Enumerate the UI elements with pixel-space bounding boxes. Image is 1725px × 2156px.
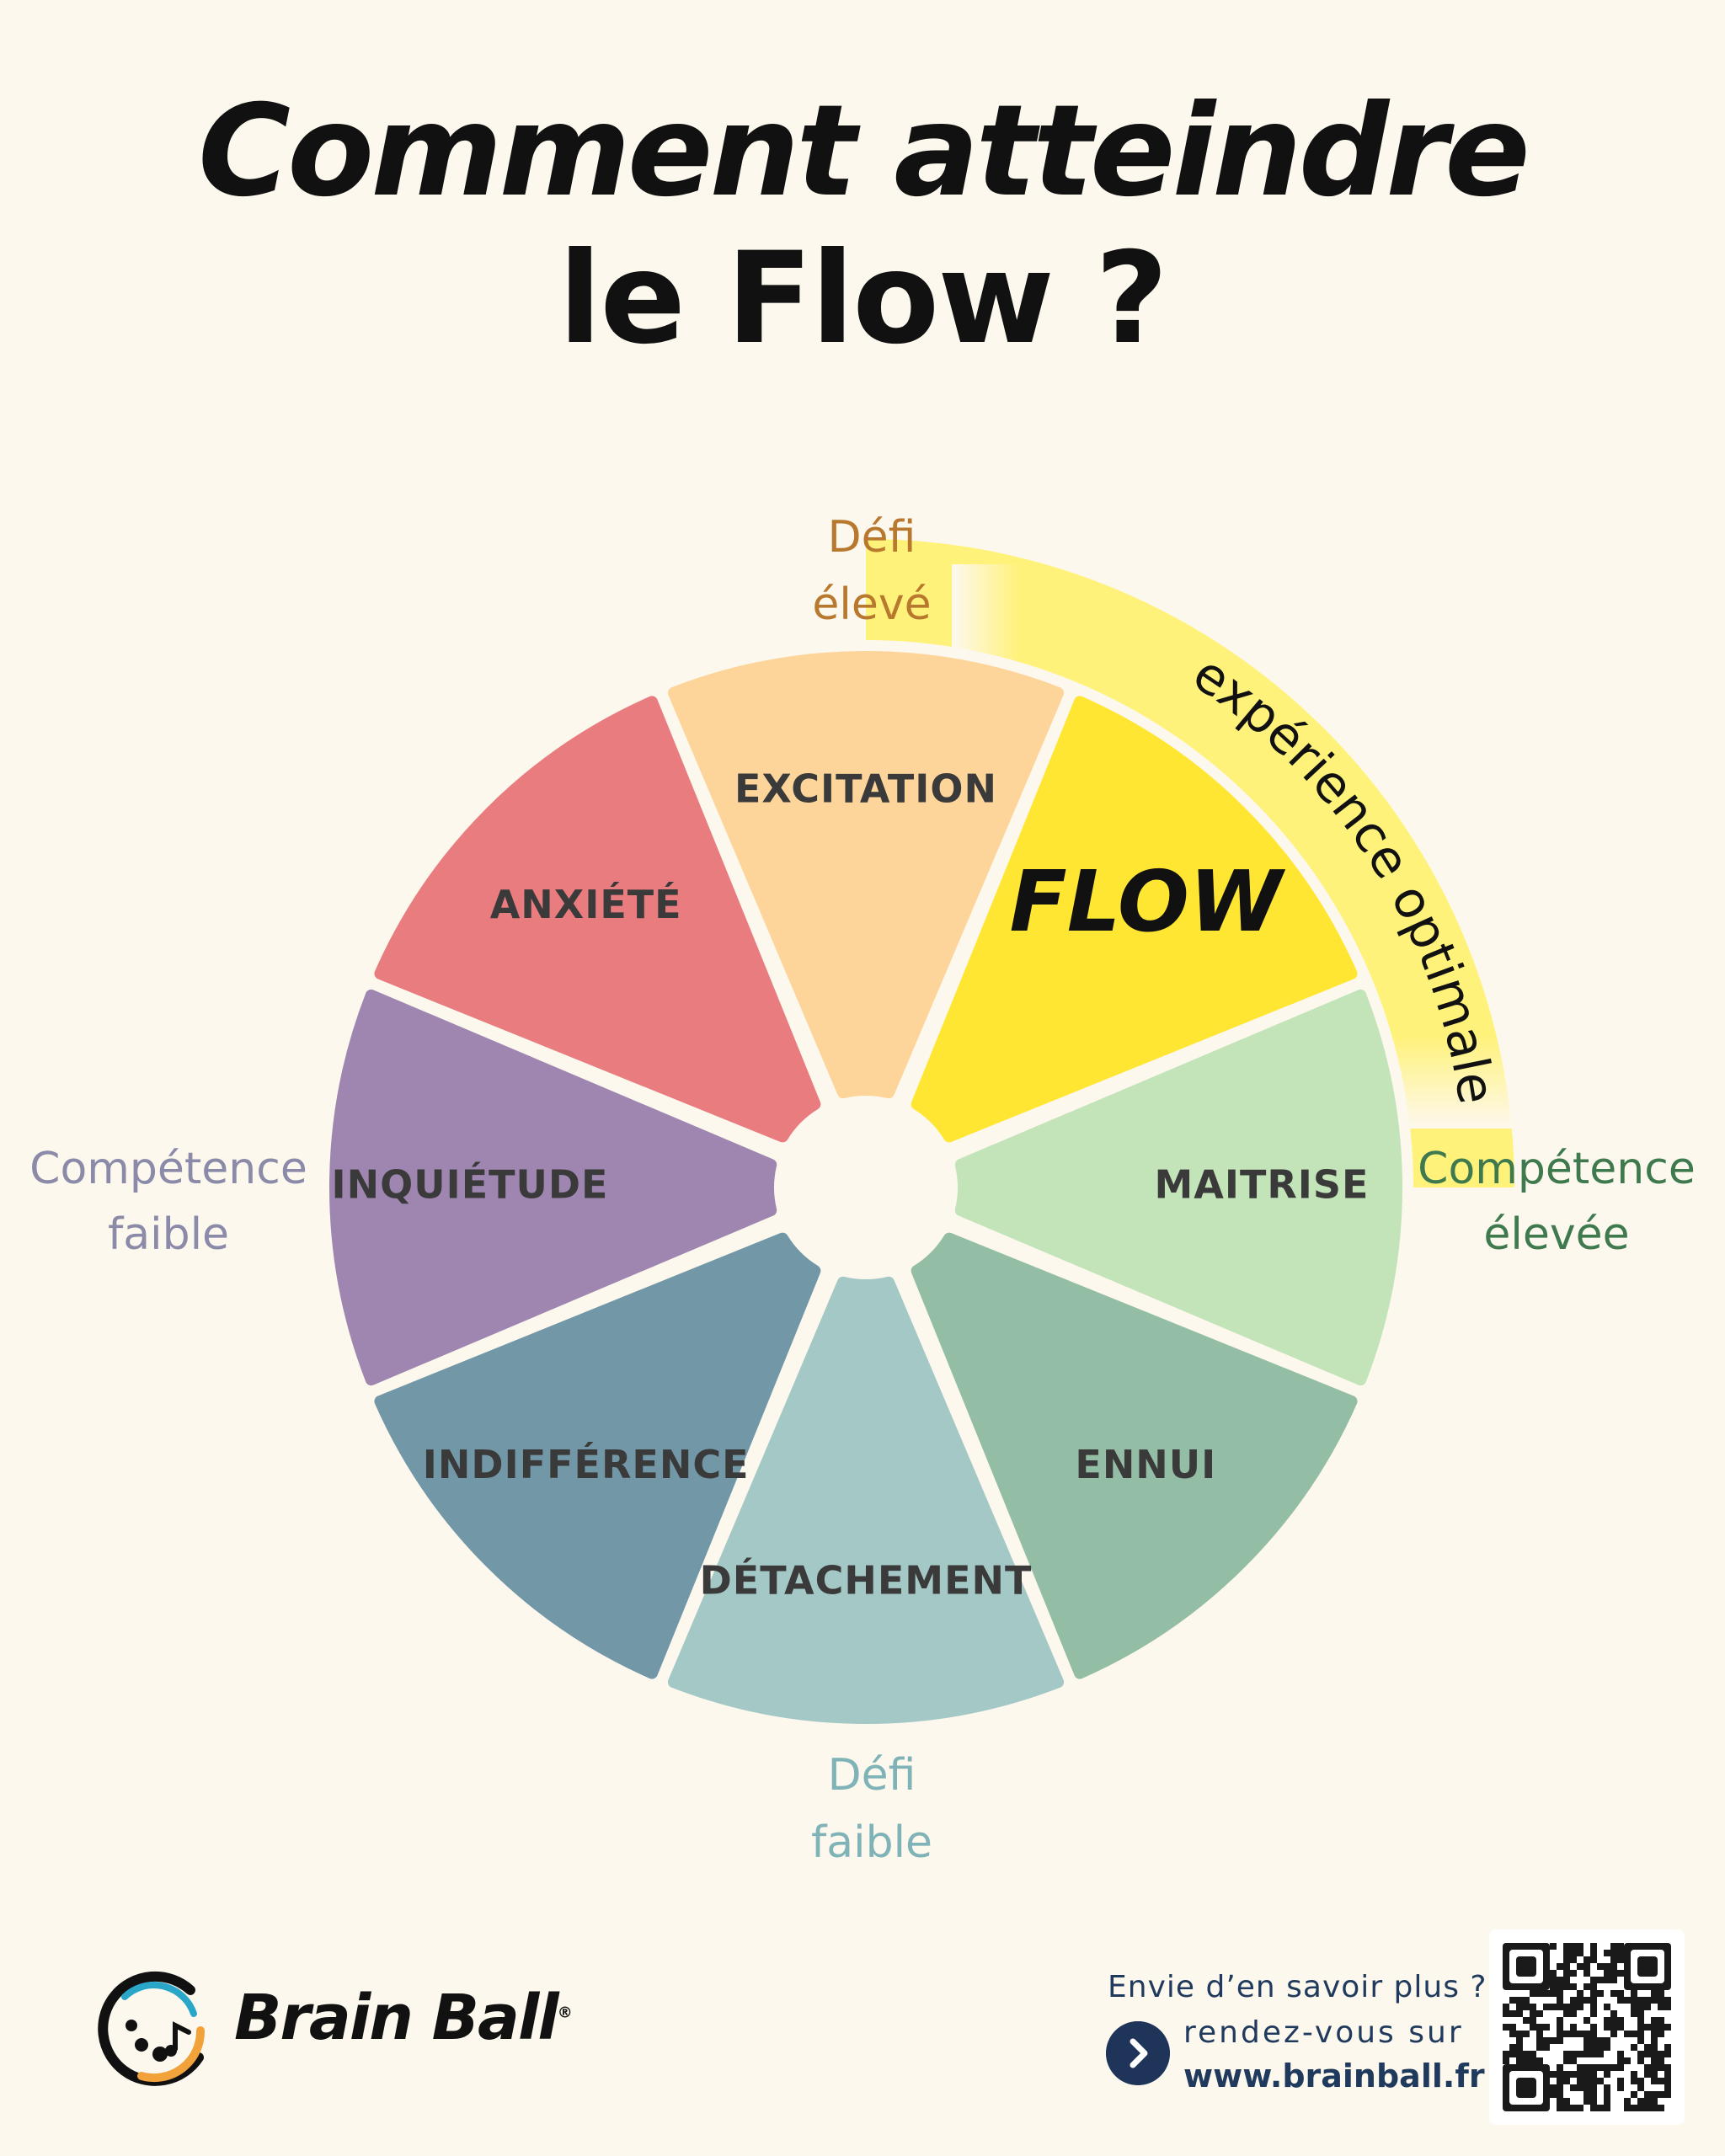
footer: Brain Ball® Envie d’en savoir plus ? ren…: [0, 1899, 1725, 2156]
flow-wheel-diagram: expérience optimale EXCITATIONFLOWMAITRI…: [29, 512, 1696, 1868]
axis-defi-eleve-2: élevé: [812, 579, 931, 630]
segment-excitation: [667, 651, 1065, 1099]
cta-question: Envie d’en savoir plus ?: [1108, 1970, 1487, 2004]
segment-label-detachement: DÉTACHEMENT: [700, 1558, 1033, 1604]
page-title: Comment atteindre le Flow ?: [0, 80, 1725, 375]
axis-defi-faible-2: faible: [811, 1817, 932, 1868]
segment-label-anxiete: ANXIÉTÉ: [490, 882, 682, 927]
segment-inquietude: [329, 989, 777, 1386]
axis-defi-faible-1: Défi: [828, 1750, 916, 1801]
segment-indifference: [374, 1232, 821, 1679]
axis-competence-faible-1: Compétence: [29, 1144, 307, 1194]
chevron-right-icon[interactable]: [1106, 2021, 1170, 2085]
segment-label-inquietude: INQUIÉTUDE: [332, 1162, 609, 1208]
axis-competence-elevee-2: élevée: [1483, 1209, 1629, 1260]
cta-visit: rendez-vous sur: [1183, 2015, 1464, 2050]
website-link[interactable]: www.brainball.fr: [1183, 2057, 1485, 2095]
segment-label-maitrise: MAITRISE: [1155, 1162, 1370, 1208]
segment-label-flow: FLOW: [1009, 852, 1285, 951]
segment-anxiete: [374, 696, 821, 1143]
qr-code-icon[interactable]: [1489, 1929, 1685, 2125]
segment-detachement: [667, 1276, 1065, 1724]
axis-competence-faible-2: faible: [108, 1209, 229, 1260]
title-line-2: le Flow ?: [558, 226, 1168, 372]
axis-competence-elevee-1: Compétence: [1418, 1144, 1696, 1194]
segment-label-indifference: INDIFFÉRENCE: [423, 1442, 750, 1487]
arc-fade-bottom: [1390, 1036, 1525, 1129]
brand-name: Brain Ball®: [234, 1982, 573, 2054]
segment-ennui: [911, 1232, 1358, 1679]
axis-defi-eleve-1: Défi: [828, 512, 916, 563]
segment-label-ennui: ENNUI: [1075, 1442, 1216, 1487]
segment-flow: [911, 696, 1358, 1143]
segment-label-excitation: EXCITATION: [734, 766, 997, 812]
brain-ball-logo-icon: [98, 1971, 206, 2086]
arc-fade-top: [952, 564, 1019, 674]
segment-maitrise: [954, 989, 1402, 1386]
title-line-1: Comment atteindre: [198, 78, 1530, 225]
